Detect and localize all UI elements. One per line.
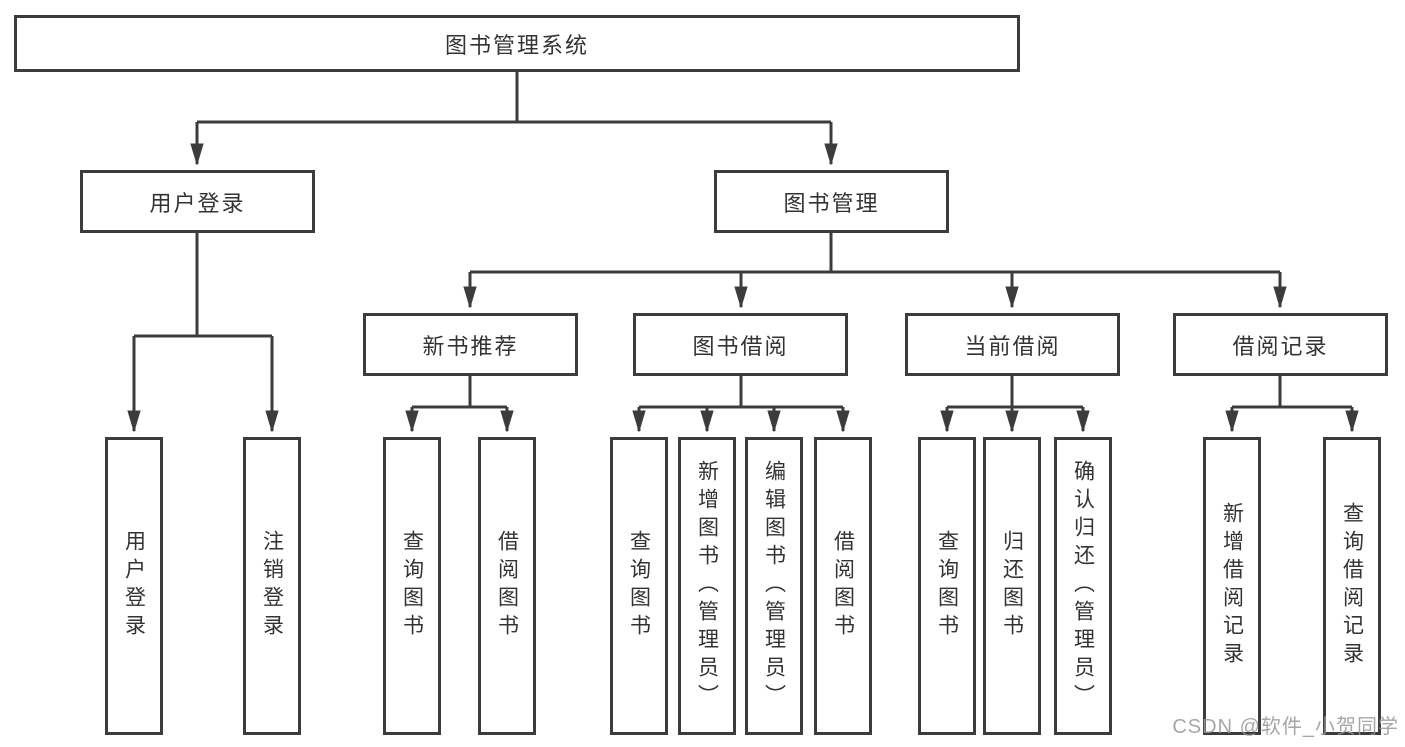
leaf-logout: 注销登录	[243, 437, 301, 735]
leaf-return-books: 归还图书	[983, 437, 1041, 735]
node-label: 用户登录	[149, 190, 246, 216]
leaf-add-books-admin: 新增图书（管理员）	[678, 437, 736, 735]
node-label: 新书推荐	[422, 333, 519, 359]
leaf-borrow-books-borrowing: 借阅图书	[814, 437, 872, 735]
node-label: 当前借阅	[964, 333, 1061, 359]
node-label: 新增借阅记录	[1220, 502, 1244, 670]
node-book-management: 图书管理	[714, 170, 949, 233]
leaf-add-borrow-record: 新增借阅记录	[1203, 437, 1261, 735]
leaf-query-borrow-record: 查询借阅记录	[1323, 437, 1381, 735]
node-label: 注销登录	[260, 530, 284, 642]
node-label: 编辑图书（管理员）	[762, 460, 786, 712]
node-book-borrowing: 图书借阅	[633, 313, 848, 376]
node-label: 借阅图书	[831, 530, 855, 642]
leaf-query-books-borrowing: 查询图书	[610, 437, 668, 735]
node-label: 查询图书	[627, 530, 651, 642]
node-new-book-recommend: 新书推荐	[363, 313, 578, 376]
node-label: 新增图书（管理员）	[695, 460, 719, 712]
node-user-login: 用户登录	[80, 170, 315, 233]
node-label: 查询借阅记录	[1340, 502, 1364, 670]
node-label: 查询图书	[935, 530, 959, 642]
leaf-confirm-return-admin: 确认归还（管理员）	[1054, 437, 1112, 735]
node-label: 确认归还（管理员）	[1071, 460, 1095, 712]
node-label: 归还图书	[1000, 530, 1024, 642]
leaf-edit-books-admin: 编辑图书（管理员）	[745, 437, 803, 735]
node-label: 图书管理	[783, 190, 880, 216]
node-label: 查询图书	[400, 530, 424, 642]
node-library-system: 图书管理系统	[14, 15, 1020, 72]
node-borrowing-records: 借阅记录	[1173, 313, 1388, 376]
leaf-query-books-recommend: 查询图书	[383, 437, 441, 735]
node-label: 图书借阅	[692, 333, 789, 359]
node-label: 用户登录	[122, 530, 146, 642]
leaf-query-books-current: 查询图书	[918, 437, 976, 735]
leaf-user-login: 用户登录	[105, 437, 163, 735]
leaf-borrow-books-recommend: 借阅图书	[478, 437, 536, 735]
node-label: 借阅图书	[495, 530, 519, 642]
node-label: 图书管理系统	[444, 32, 589, 58]
node-current-borrowing: 当前借阅	[905, 313, 1120, 376]
node-label: 借阅记录	[1232, 333, 1329, 359]
